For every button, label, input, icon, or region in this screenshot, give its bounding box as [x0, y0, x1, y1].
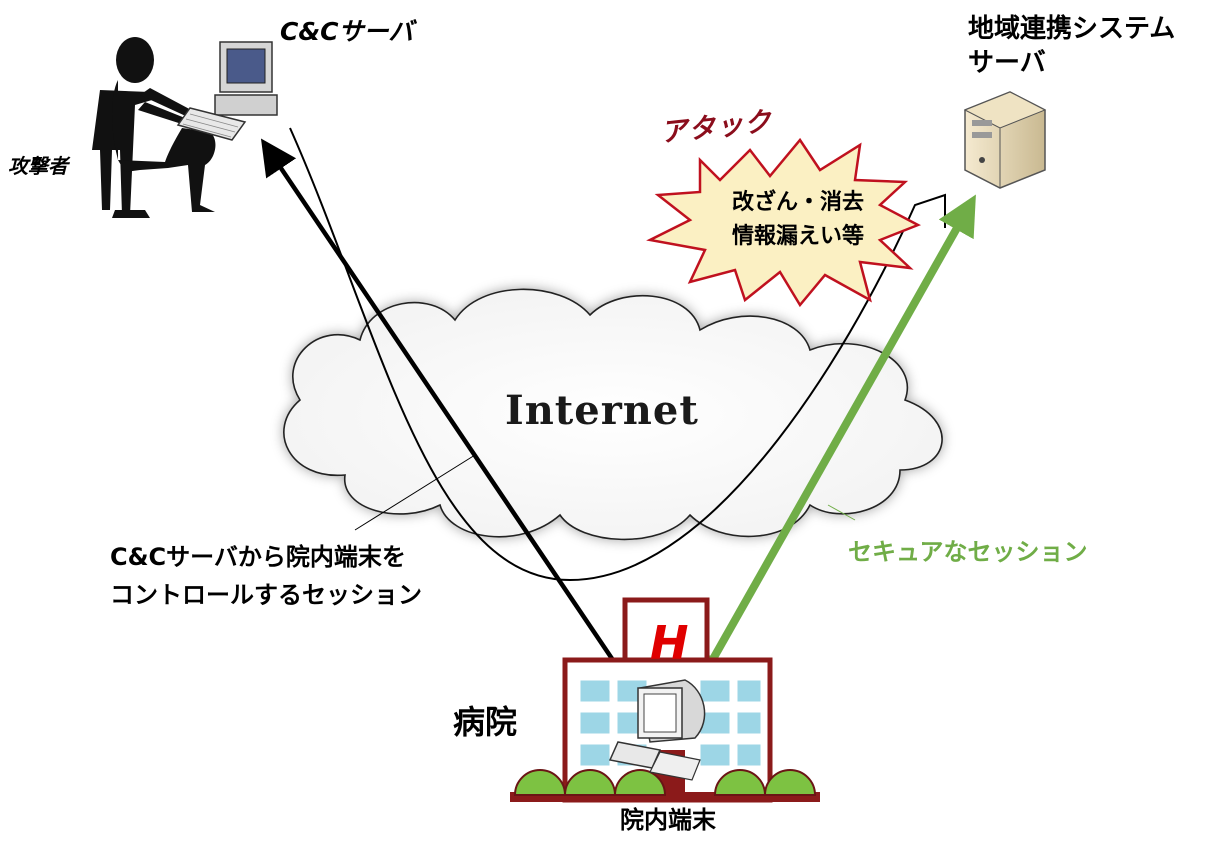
- regional-server-label: 地域連携システム サーバ: [968, 12, 1175, 80]
- cc-control-arrow: [260, 138, 650, 714]
- attacker-label: 攻撃者: [8, 154, 68, 178]
- hospital-label: 病院: [453, 703, 518, 741]
- cc-session-label: C&Cサーバから院内端末を コントロールするセッション: [110, 538, 422, 614]
- hospital-terminal-monitor-icon: [608, 679, 706, 781]
- attack-burst-icon: [646, 137, 921, 308]
- secure-session-arrow: [694, 194, 976, 693]
- regional-server-label-line2: サーバ: [968, 48, 1046, 78]
- attack-description-line2: 情報漏えい等: [731, 224, 864, 249]
- cc-server-label: C&Cサーバ: [280, 17, 414, 46]
- cc-server-computer-icon: [176, 41, 278, 141]
- secure-session-label: セキュアなセッション: [848, 538, 1088, 566]
- cc-session-label-line1: C&Cサーバから院内端末を: [110, 543, 406, 571]
- hospital-terminal-label: 院内端末: [620, 806, 716, 834]
- internet-label: Internet: [505, 387, 699, 434]
- secure-session-leader-line: [827, 504, 856, 521]
- regional-server-tower-icon: [963, 91, 1047, 189]
- attacker-silhouette-icon: [92, 37, 216, 218]
- attack-description: 改ざん・消去 情報漏えい等: [683, 186, 913, 254]
- regional-server-label-line1: 地域連携システム: [968, 14, 1176, 44]
- cc-session-label-line2: コントロールするセッション: [110, 581, 422, 609]
- attack-description-line1: 改ざん・消去: [731, 190, 864, 215]
- cc-session-leader-line: [354, 454, 476, 531]
- hospital-sign: H: [650, 616, 689, 670]
